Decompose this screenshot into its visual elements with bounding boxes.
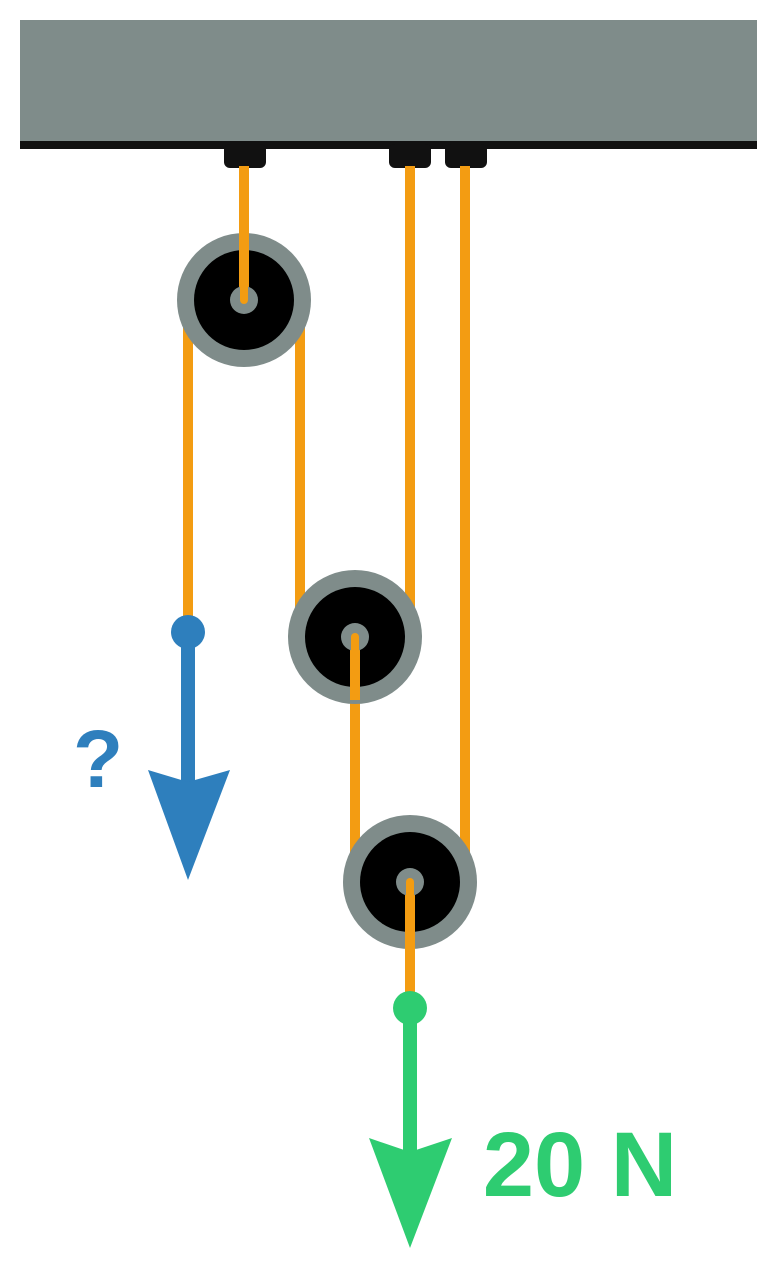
known-force-label: 20 N [483, 1114, 677, 1216]
ropes [183, 166, 470, 882]
anchor-1 [224, 144, 266, 168]
pulley-1 [177, 166, 311, 367]
anchor-3 [445, 144, 487, 168]
ceiling-beam [20, 20, 757, 144]
anchor-2 [389, 144, 431, 168]
ceiling-edge [20, 141, 757, 149]
known-force-arrow [369, 991, 452, 1248]
pulley-2 [288, 570, 422, 704]
unknown-force-arrow [148, 615, 230, 880]
unknown-force-label: ? [73, 714, 123, 805]
pulley-3 [343, 815, 477, 1005]
